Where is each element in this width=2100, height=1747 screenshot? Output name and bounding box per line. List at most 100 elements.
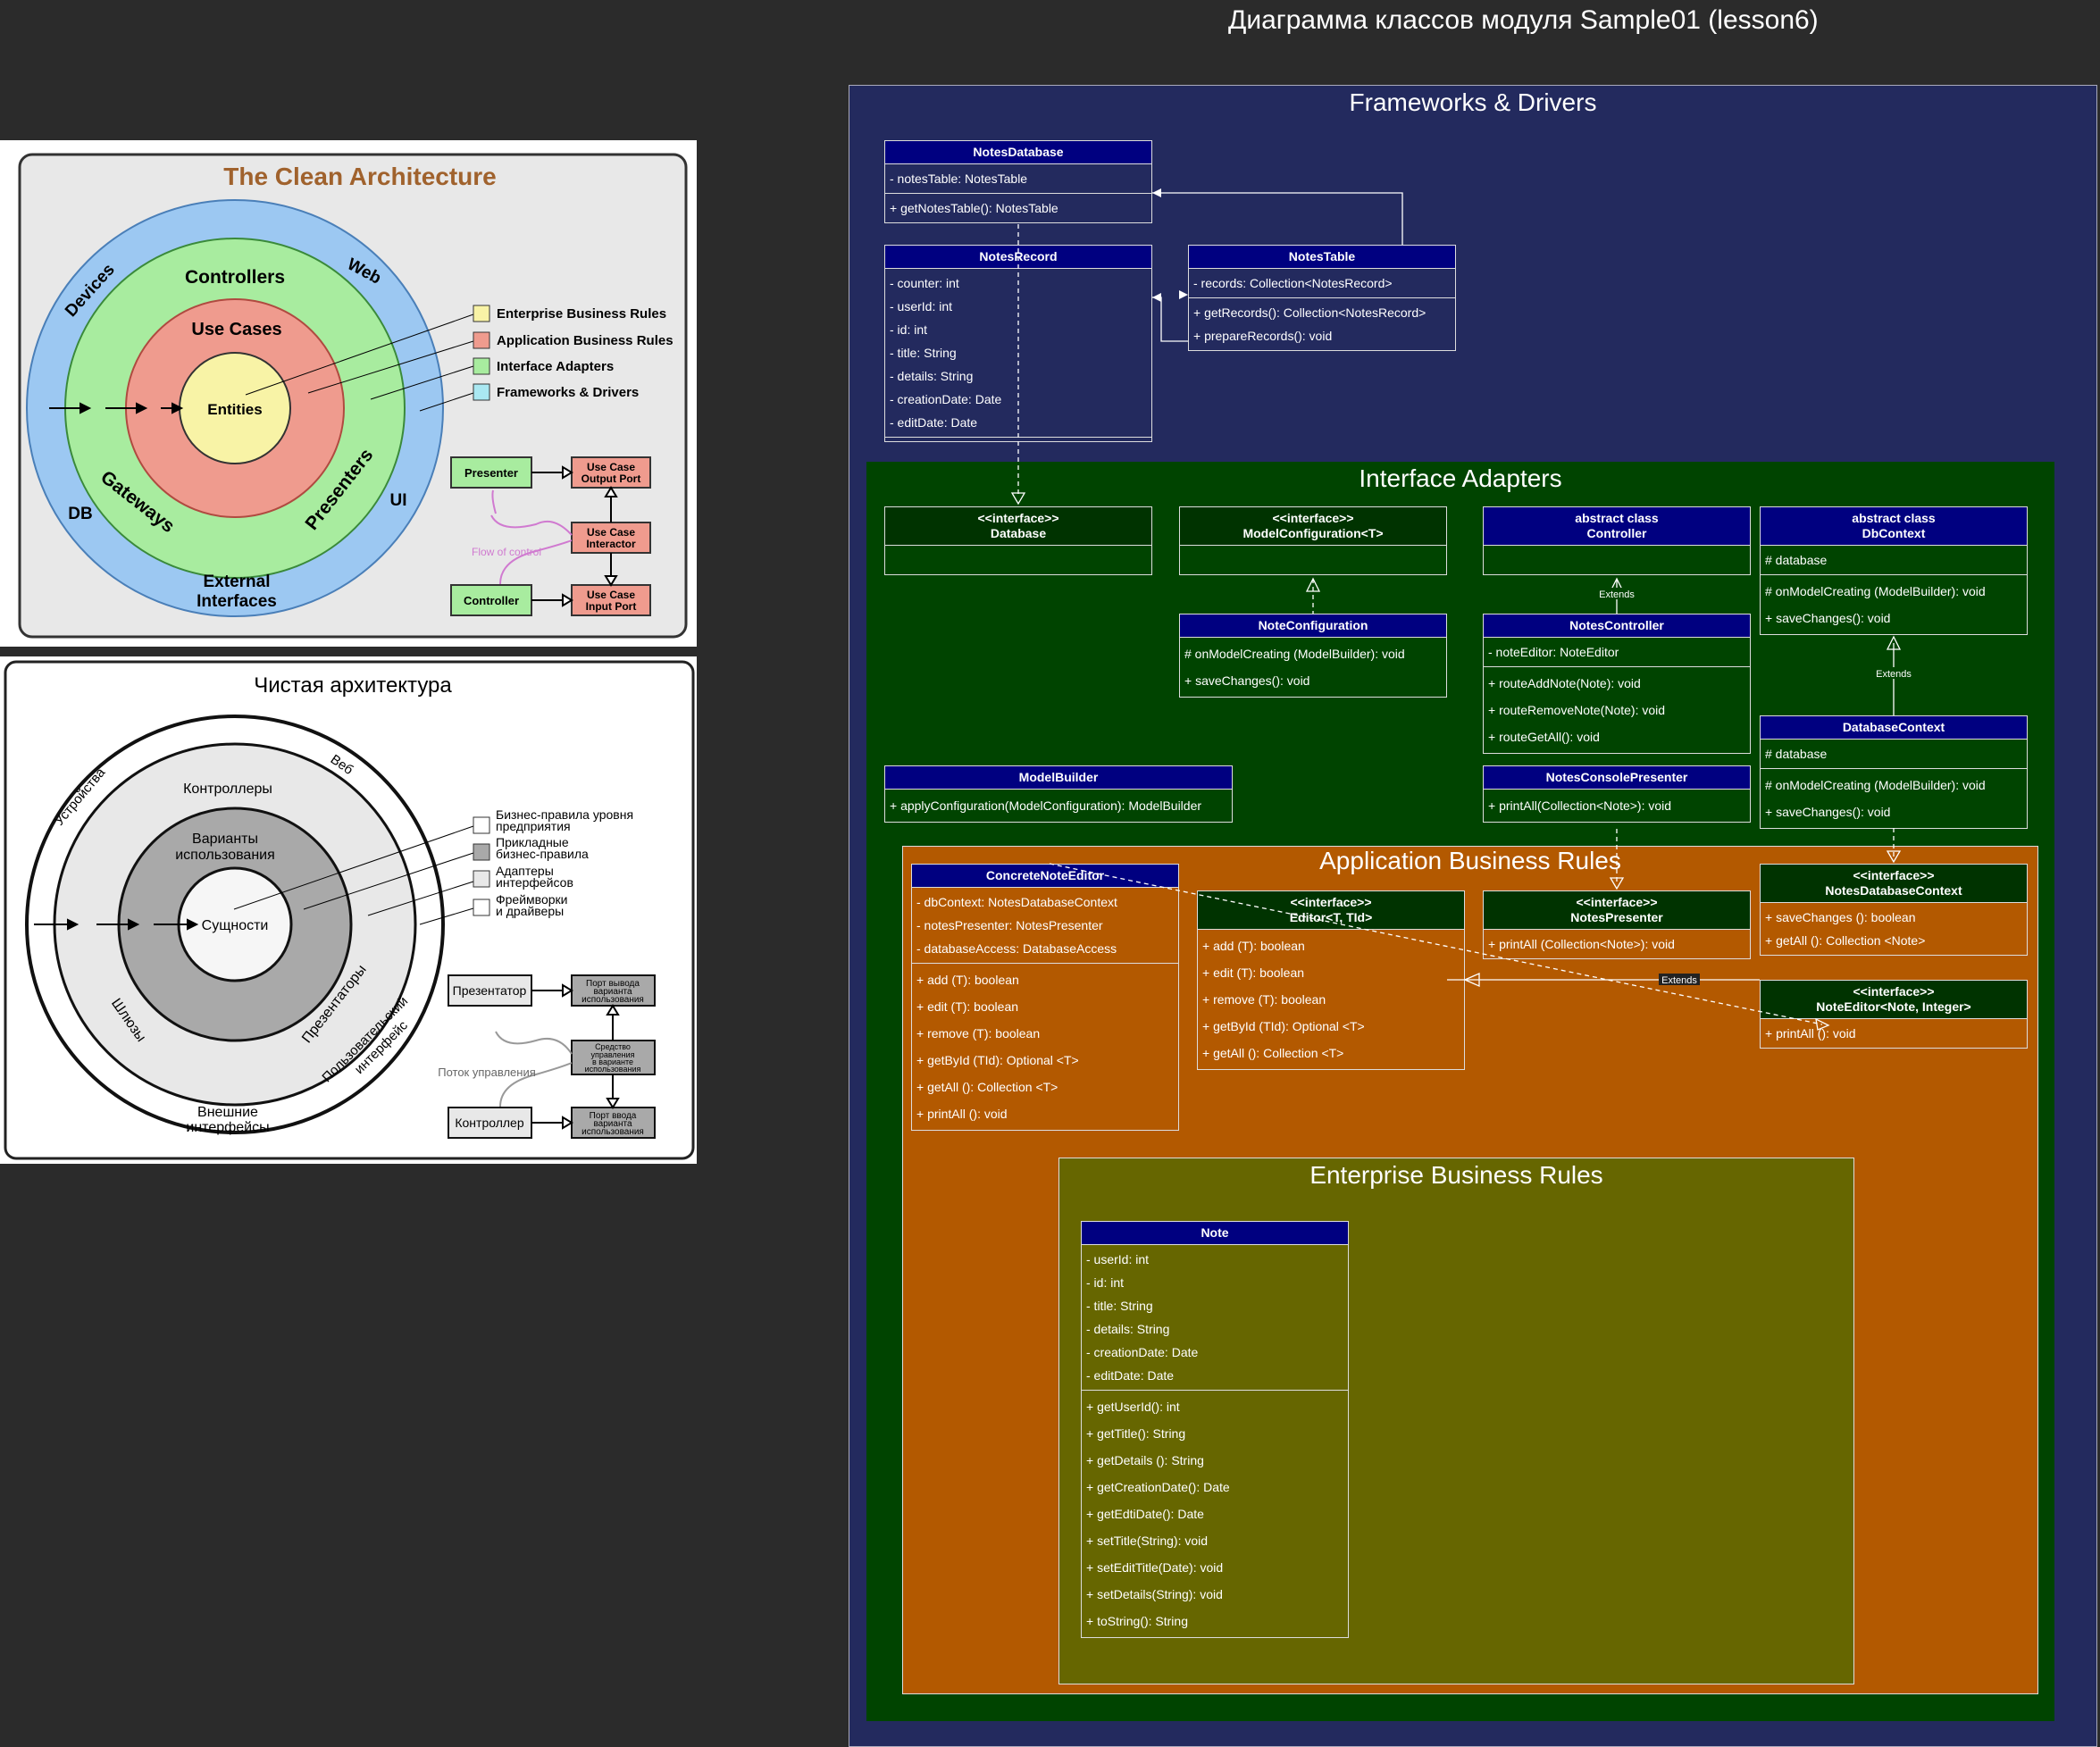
svg-text:Внешние: Внешние	[197, 1105, 258, 1120]
method: + saveChanges (): boolean	[1765, 910, 1916, 924]
attr: - details: String	[890, 369, 974, 383]
svg-text:Прикладные: Прикладные	[496, 835, 569, 849]
flow-controller: Controller	[464, 594, 519, 607]
legend-application: Application Business Rules	[497, 333, 674, 348]
class-name: NoteConfiguration	[1180, 614, 1446, 638]
method: + edit (T): boolean	[916, 999, 1019, 1014]
class-name: NotesDatabaseContext	[1825, 883, 1962, 898]
clean-arch-title: The Clean Architecture	[223, 163, 496, 190]
class-name: NotesConsolePresenter	[1484, 766, 1750, 790]
clean-architecture-ru-panel: Чистая архитектура Сущности Варианты исп…	[0, 656, 697, 1164]
zone-enterprise-title: Enterprise Business Rules	[1309, 1161, 1603, 1189]
svg-text:использования: использования	[175, 848, 275, 863]
svg-text:Порт ввода: Порт ввода	[590, 1111, 637, 1121]
method: + getEdtiDate(): Date	[1086, 1507, 1204, 1521]
method: + saveChanges(): void	[1765, 611, 1891, 625]
attr: - creationDate: Date	[1086, 1345, 1199, 1359]
legend-enterprise: Enterprise Business Rules	[497, 306, 666, 322]
class-concrete-note-editor[interactable]: ConcreteNoteEditor - dbContext: NotesDat…	[911, 864, 1179, 1131]
stereotype: <<interface>>	[977, 511, 1059, 525]
class-notes-record[interactable]: NotesRecord - counter: int - userId: int…	[884, 245, 1152, 442]
interface-notes-database-context[interactable]: <<interface>>NotesDatabaseContext + save…	[1760, 864, 2028, 956]
svg-text:Output Port: Output Port	[581, 472, 641, 485]
interface-editor[interactable]: <<interface>>Editor<T, TId> + add (T): b…	[1197, 890, 1465, 1070]
svg-text:Input Port: Input Port	[586, 600, 637, 613]
class-name: NoteEditor<Note, Integer>	[1816, 999, 1971, 1014]
class-notes-database[interactable]: NotesDatabase - notesTable: NotesTable +…	[884, 140, 1152, 223]
svg-text:варианта: варианта	[593, 1119, 632, 1129]
attr: - counter: int	[890, 276, 959, 290]
svg-text:Use Case: Use Case	[587, 526, 635, 539]
class-note-configuration[interactable]: NoteConfiguration # onModelCreating (Mod…	[1179, 614, 1447, 698]
svg-text:Фреймворки: Фреймворки	[496, 892, 567, 907]
label-controllers: Controllers	[185, 267, 285, 288]
attr: - dbContext: NotesDatabaseContext	[916, 895, 1117, 909]
svg-text:в варианте: в варианте	[592, 1057, 633, 1066]
class-name: Database	[990, 526, 1047, 540]
class-header: <<interface>>NotesDatabaseContext	[1761, 865, 2027, 903]
interface-model-configuration[interactable]: <<interface>>ModelConfiguration<T>	[1179, 506, 1447, 575]
class-header: <<interface>>NotesPresenter	[1484, 891, 1750, 930]
interface-notes-presenter[interactable]: <<interface>>NotesPresenter + printAll (…	[1483, 890, 1751, 959]
method: + setDetails(String): void	[1086, 1587, 1223, 1601]
method: + remove (T): boolean	[916, 1026, 1041, 1041]
class-model-builder[interactable]: ModelBuilder + applyConfiguration(ModelC…	[884, 765, 1233, 823]
attr: - creationDate: Date	[890, 392, 1002, 406]
stereotype: abstract class	[1575, 511, 1659, 525]
attr: - title: String	[890, 346, 957, 360]
method: + getDetails (): String	[1086, 1453, 1204, 1467]
clean-architecture-ru-figure: Чистая архитектура Сущности Варианты исп…	[4, 660, 695, 1160]
interface-database[interactable]: <<interface>>Database	[884, 506, 1152, 575]
class-name: Editor<T, TId>	[1289, 910, 1373, 924]
stereotype: <<interface>>	[1290, 895, 1372, 909]
interface-note-editor[interactable]: <<interface>>NoteEditor<Note, Integer> +…	[1760, 980, 2028, 1049]
class-notes-console-presenter[interactable]: NotesConsolePresenter + printAll(Collect…	[1483, 765, 1751, 823]
ru-flow-controller: Контроллер	[455, 1116, 523, 1130]
flow-of-control: Flow of control	[472, 546, 541, 558]
svg-text:варианта: варианта	[593, 987, 632, 997]
class-name: Note	[1082, 1222, 1348, 1245]
label-db: DB	[68, 505, 92, 523]
class-header: <<interface>>Database	[885, 507, 1151, 546]
method: + getAll (): Collection <Note>	[1765, 933, 1926, 948]
ru-label-controllers: Контроллеры	[183, 782, 272, 797]
svg-text:Use Case: Use Case	[587, 461, 635, 473]
ru-flow-presenter: Презентатор	[453, 983, 527, 998]
class-header: <<interface>>Editor<T, TId>	[1198, 891, 1464, 930]
method: + printAll(Collection<Note>): void	[1488, 798, 1672, 813]
label-ui: UI	[390, 491, 407, 510]
svg-text:использования: использования	[581, 995, 644, 1005]
class-name: ConcreteNoteEditor	[912, 865, 1178, 888]
method: + setEditTitle(Date): void	[1086, 1560, 1224, 1575]
attr: - noteEditor: NoteEditor	[1488, 645, 1619, 659]
class-name: NotesRecord	[885, 246, 1151, 269]
method: + edit (T): boolean	[1202, 965, 1305, 980]
svg-text:интерфейсов: интерфейсов	[496, 875, 573, 890]
class-name: DbContext	[1862, 526, 1926, 540]
svg-text:использования: использования	[585, 1065, 641, 1074]
method: + getNotesTable(): NotesTable	[890, 201, 1058, 215]
clean-architecture-en-panel: The Clean Architecture Entities Use Case…	[0, 140, 697, 647]
label-entities: Entities	[207, 401, 262, 418]
method: # onModelCreating (ModelBuilder): void	[1184, 647, 1405, 661]
attr: - userId: int	[890, 299, 953, 313]
class-name: DatabaseContext	[1761, 716, 2027, 740]
svg-text:бизнес-правила: бизнес-правила	[496, 847, 589, 861]
class-database-context[interactable]: DatabaseContext # database # onModelCrea…	[1760, 715, 2028, 829]
method: # onModelCreating (ModelBuilder): void	[1765, 584, 1986, 598]
class-name: NotesController	[1484, 614, 1750, 638]
class-note[interactable]: Note - userId: int - id: int - title: St…	[1081, 1221, 1349, 1638]
class-notes-controller[interactable]: NotesController - noteEditor: NoteEditor…	[1483, 614, 1751, 754]
method: + saveChanges(): void	[1184, 673, 1310, 688]
attr: # database	[1765, 553, 1828, 567]
stereotype: <<interface>>	[1272, 511, 1354, 525]
attr: - notesTable: NotesTable	[890, 171, 1028, 186]
svg-text:и драйверы: и драйверы	[496, 904, 564, 918]
method: + setTitle(String): void	[1086, 1534, 1209, 1548]
legend-adapters: Interface Adapters	[497, 359, 614, 374]
class-notes-table[interactable]: NotesTable - records: Collection<NotesRe…	[1188, 245, 1456, 351]
stereotype: <<interface>>	[1576, 895, 1658, 909]
